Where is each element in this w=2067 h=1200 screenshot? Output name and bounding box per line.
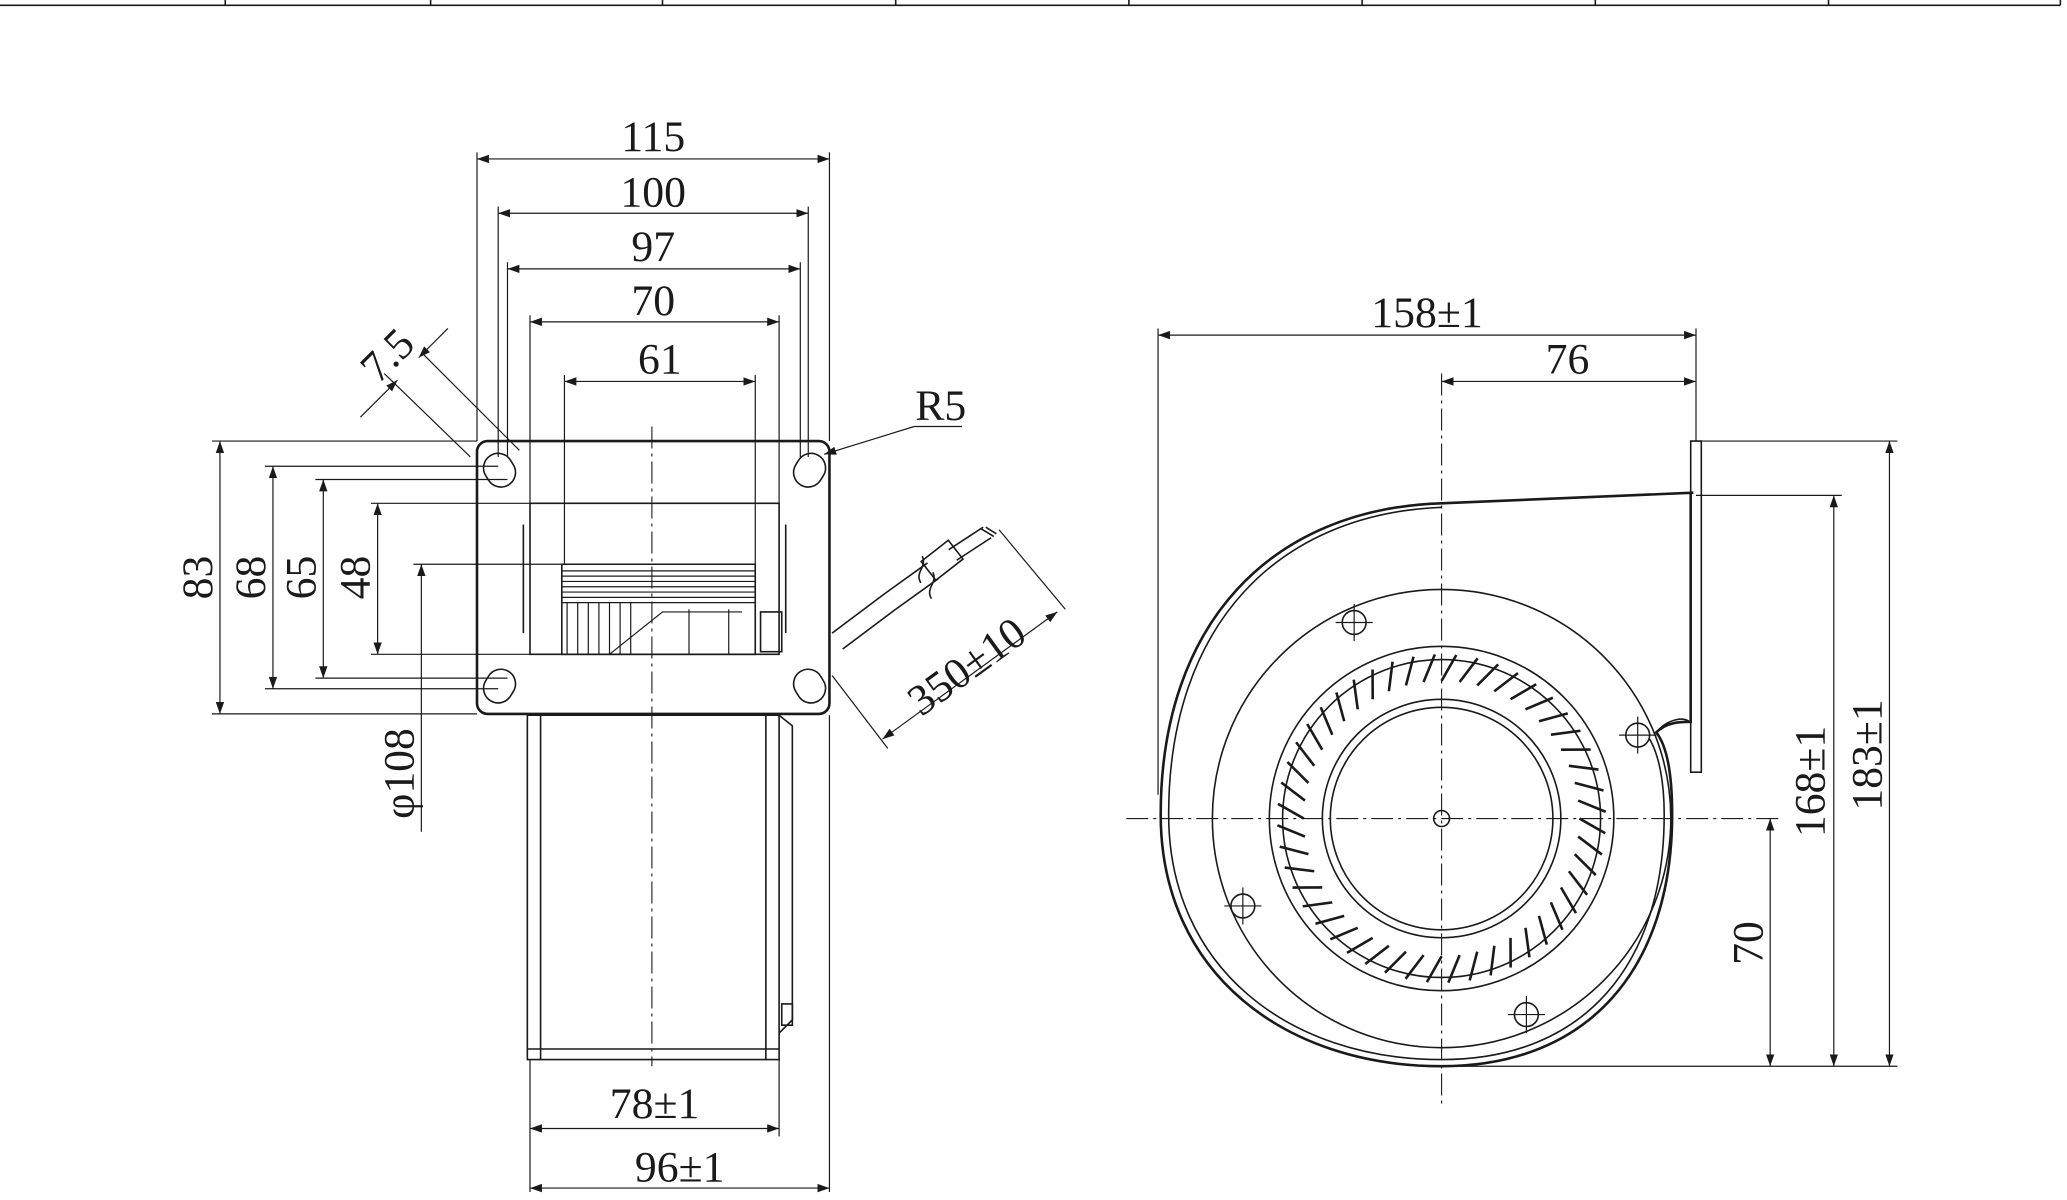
dim-78-label: 78±1 — [610, 1080, 700, 1128]
impeller-blade-ring — [1277, 654, 1605, 982]
impeller-blade — [1281, 783, 1305, 801]
impeller-blade — [1442, 655, 1457, 681]
dim-76-label: 76 — [1546, 336, 1590, 384]
impeller-blade — [1427, 956, 1442, 982]
dim-100-label: 100 — [620, 169, 686, 217]
impeller-blade — [1287, 762, 1308, 783]
impeller-hatching — [562, 571, 755, 654]
impeller-blade — [1406, 955, 1424, 979]
outlet-flange — [1691, 441, 1702, 772]
impeller-blade — [1285, 868, 1315, 872]
impeller-blade — [1579, 819, 1605, 834]
impeller-blade — [1365, 946, 1389, 964]
impeller-blade — [1539, 916, 1547, 945]
impeller-blade — [1406, 657, 1414, 686]
front-view — [1126, 374, 1782, 1106]
cable — [832, 527, 996, 649]
impeller-blade — [1551, 731, 1581, 735]
impeller-blade — [1424, 654, 1435, 682]
impeller-blade — [1494, 673, 1518, 691]
impeller-blade — [1315, 916, 1344, 924]
impeller-blade — [1460, 658, 1478, 682]
front-view-dimensions — [1158, 328, 1897, 1066]
impeller-blade — [1448, 955, 1459, 983]
impeller-blade — [1491, 946, 1495, 976]
dim-65-label: 65 — [277, 556, 325, 600]
side-screw — [782, 1004, 793, 1025]
impeller-blade — [1551, 902, 1563, 929]
impeller-blade — [1330, 928, 1357, 940]
impeller-blade — [1347, 938, 1373, 953]
dim-168-label: 168±1 — [1787, 726, 1835, 837]
impeller-blade — [1336, 692, 1344, 721]
dim-7-5-label: 7.5 — [351, 319, 424, 392]
impeller-blade — [1569, 871, 1587, 895]
dim-70-label: 70 — [631, 277, 675, 325]
impeller-blade — [1525, 928, 1529, 958]
impeller-blade — [1277, 825, 1305, 836]
impeller-blade — [1385, 952, 1406, 973]
impeller-blade — [1354, 680, 1358, 710]
dim-48-label: 48 — [332, 556, 380, 600]
impeller-blade — [1578, 801, 1606, 812]
impeller-blade — [1575, 783, 1604, 791]
dim-97-label: 97 — [631, 223, 675, 271]
impeller-blade — [1578, 837, 1602, 855]
impeller-blade — [1511, 684, 1537, 699]
dim-61-label: 61 — [638, 336, 682, 384]
impeller-blade — [1575, 854, 1596, 875]
dim-158-label: 158±1 — [1371, 289, 1482, 337]
impeller-blade — [1303, 902, 1333, 906]
impeller-blade — [1569, 766, 1599, 770]
dim-83-label: 83 — [174, 556, 222, 600]
impeller-blade — [1389, 662, 1393, 692]
impeller-blade — [1278, 804, 1304, 819]
impeller-blade — [1321, 707, 1333, 734]
terminal-block — [761, 612, 782, 652]
dim-r5-label: R5 — [915, 382, 966, 430]
side-view-dimensions — [212, 152, 1065, 1193]
side-view — [477, 426, 996, 1066]
dim-183-label: 183±1 — [1843, 699, 1891, 810]
impeller-blade — [1477, 664, 1498, 685]
dim-68-label: 68 — [227, 556, 275, 600]
housing-body — [527, 715, 779, 1059]
impeller-blade — [1539, 713, 1568, 721]
title-block-strip — [0, 0, 2060, 5]
dim-115-label: 115 — [621, 113, 685, 161]
mounting-slot-icon — [478, 448, 831, 709]
impeller-blade — [1280, 847, 1309, 855]
screw-icon — [1224, 604, 1656, 1033]
impeller-blade — [1296, 742, 1314, 766]
dim-96-label: 96±1 — [635, 1143, 725, 1191]
dim-front-70-label: 70 — [1724, 921, 1772, 965]
scroll-housing — [1161, 493, 1694, 1067]
impeller-blade — [1470, 952, 1478, 981]
impeller-blades — [562, 564, 755, 654]
impeller-blade — [1525, 698, 1552, 710]
dim-phi108-label: φ108 — [375, 728, 423, 819]
impeller-blade — [1307, 724, 1322, 750]
dim-cable-length-label: 350±10 — [899, 608, 1035, 725]
mounting-flange — [477, 441, 829, 714]
impeller-blade — [1561, 887, 1576, 913]
